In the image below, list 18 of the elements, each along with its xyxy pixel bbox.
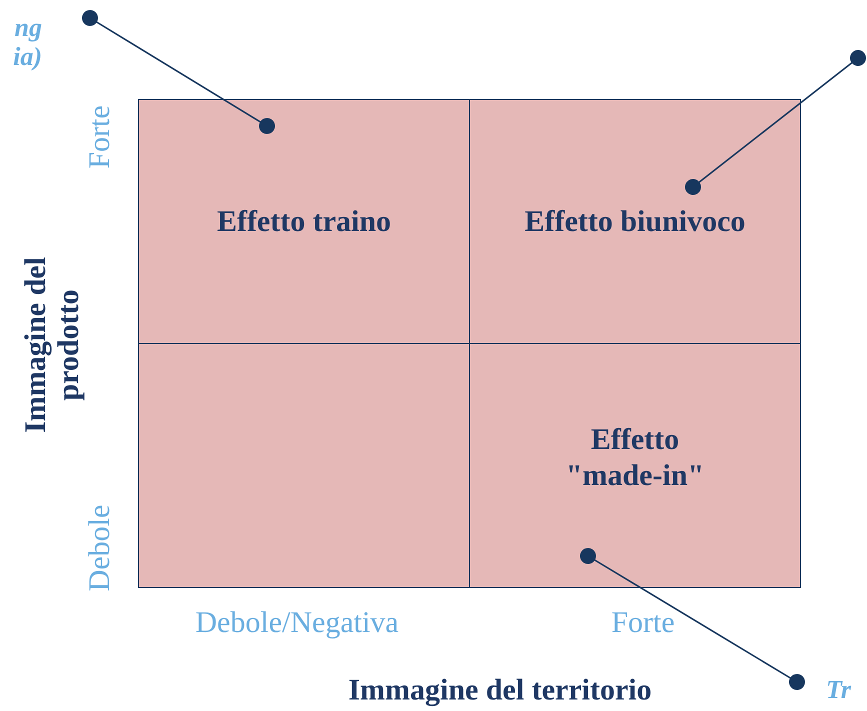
leader-line <box>82 10 275 134</box>
matrix-cell <box>469 99 801 344</box>
quadrant-label: Effetto biunivoco <box>524 204 746 240</box>
callout-text: Tr <box>826 676 866 705</box>
axis-title: Immagine del territorio <box>348 674 652 706</box>
matrix-cell <box>469 343 801 588</box>
leader-line <box>580 548 805 690</box>
axis-tick-label: Forte <box>611 606 675 640</box>
matrix-cell <box>138 343 470 588</box>
axis-tick-label: Forte <box>83 105 117 169</box>
matrix-cell <box>138 99 470 344</box>
axis-tick-label: Debole <box>83 504 117 592</box>
axis-title: Immagine del prodotto <box>19 256 85 435</box>
callout-text: ng ia) <box>0 14 42 72</box>
quadrant-label: Effetto "made-in" <box>564 422 706 494</box>
leader-line <box>685 50 866 195</box>
quadrant-label: Effetto traino <box>216 204 392 240</box>
axis-tick-label: Debole/Negativa <box>195 606 399 640</box>
